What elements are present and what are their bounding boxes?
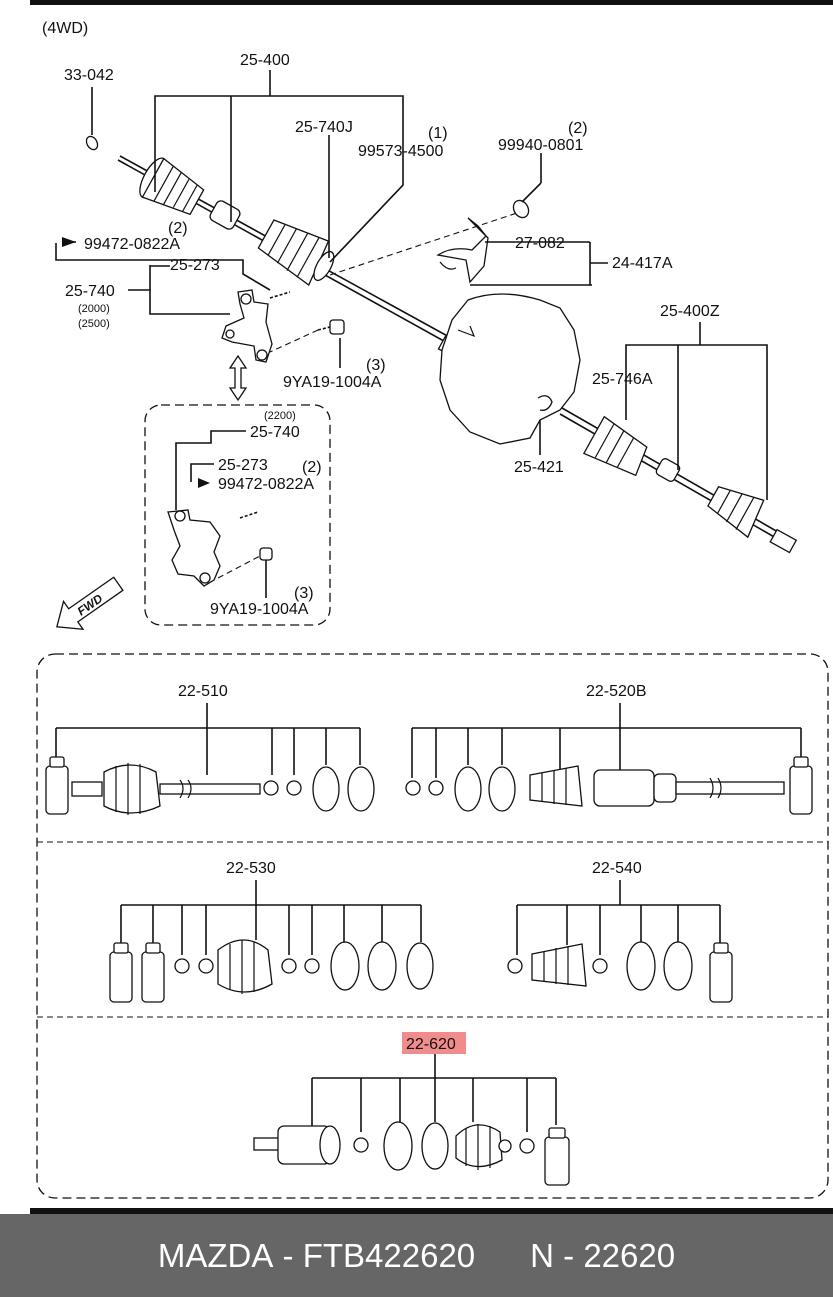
kit-22-510: 22-510: [45, 683, 375, 815]
label-99472-0822A: 99472-0822A: [84, 236, 180, 253]
label-22-620: 22-620: [406, 1036, 456, 1053]
label-2500: (2500): [78, 318, 110, 330]
washer-99940-0801: [512, 199, 530, 219]
label-25-400Z: 25-400Z: [660, 303, 720, 320]
kit-22-540: 22-540: [507, 860, 733, 1003]
label-25-421: 25-421: [514, 459, 564, 476]
washer-33-042: [85, 135, 99, 151]
label-99573-4500: 99573-4500: [358, 143, 444, 160]
inset-qty-3: (3): [294, 585, 314, 602]
footer-brand: MAZDA: [157, 1236, 274, 1274]
label-22-520B: 22-520B: [586, 683, 647, 700]
qty-label-3: (3): [366, 357, 386, 374]
inset-label-99472-0822A: 99472-0822A: [218, 476, 314, 493]
label-33-042: 33-042: [64, 67, 114, 84]
footer-sep: -: [273, 1236, 303, 1274]
label-24-417A: 24-417A: [612, 255, 673, 272]
kit-22-520B: 22-520B: [405, 683, 813, 815]
highlight-box: [402, 1032, 466, 1054]
label-22-540: 22-540: [592, 860, 642, 877]
top-border: [30, 0, 833, 5]
footer-part-number: FTB422620: [302, 1236, 476, 1274]
inset-label-25-740: 25-740: [250, 424, 300, 441]
label-22-530: 22-530: [226, 860, 276, 877]
parts-diagram: (4WD): [30, 0, 833, 1214]
transmission-outline: [439, 293, 581, 445]
kit-panel-border: [36, 653, 829, 1199]
label-25-273: 25-273: [170, 257, 220, 274]
qty-label-1: (1): [428, 125, 448, 142]
bottom-rule: [30, 1208, 833, 1214]
drive-type-label: (4WD): [42, 20, 88, 37]
fwd-arrow: FWD: [56, 576, 124, 631]
inset-label-9YA19-1004A: 9YA19-1004A: [210, 601, 309, 618]
upper-leader-lines: [55, 70, 608, 455]
inset-label-25-273: 25-273: [218, 457, 268, 474]
variant-inset: (2200) 25-740 25-273 (2) 99472-0822A (3)…: [144, 404, 331, 626]
right-drive-shaft: [537, 395, 798, 554]
kit-22-530: 22-530: [109, 860, 434, 1003]
inset-qty-2: (2): [302, 459, 322, 476]
label-27-082: 27-082: [515, 235, 565, 252]
kit-22-620: 22-620: [253, 1032, 570, 1186]
variant-arrow: [228, 354, 248, 402]
label-22-510: 22-510: [178, 683, 228, 700]
bracket-25-740: [221, 289, 345, 363]
label-2000: (2000): [78, 303, 110, 315]
label-99940-0801: 99940-0801: [498, 137, 584, 154]
footer-bar: MAZDA - FTB422620 N - 22620: [0, 1214, 833, 1297]
label-25-740J: 25-740J: [295, 119, 353, 136]
label-25-746A: 25-746A: [592, 371, 653, 388]
bracket-27-082: [436, 217, 489, 284]
inset-variant-label: (2200): [264, 410, 296, 422]
label-25-400: 25-400: [240, 52, 290, 69]
label-25-740: 25-740: [65, 283, 115, 300]
qty-label-2: (2): [568, 120, 588, 137]
label-9YA19-1004A: 9YA19-1004A: [283, 374, 382, 391]
qty-label-2b: (2): [168, 220, 188, 237]
footer-n-label: N - 22620: [530, 1236, 676, 1274]
